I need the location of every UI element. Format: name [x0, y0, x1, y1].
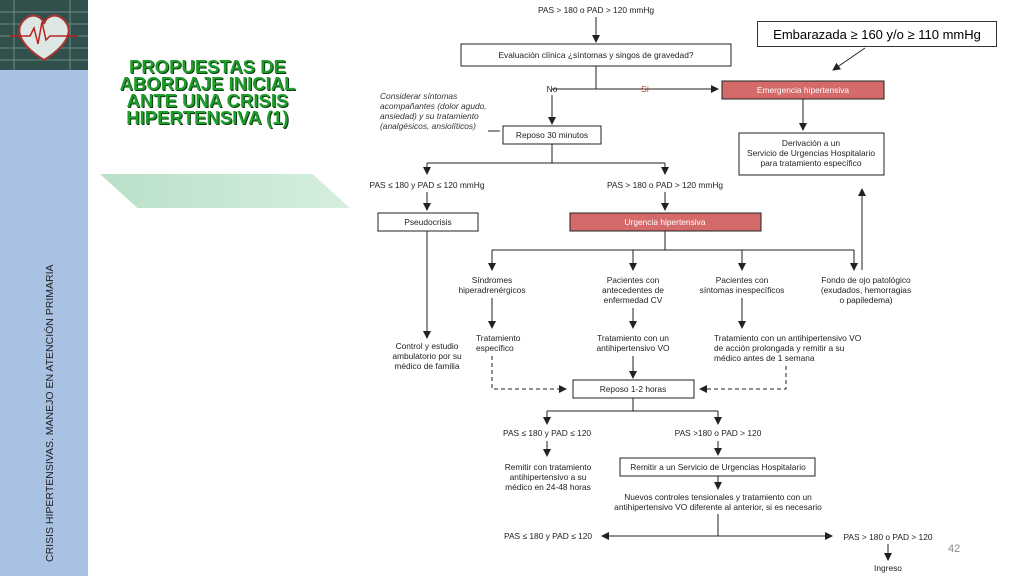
si-label: Sí — [641, 84, 650, 94]
derivation-line: Servicio de Urgencias Hospitalario — [747, 148, 875, 158]
high3-label: PAS > 180 o PAD > 120 — [843, 532, 932, 542]
trat-esp-line: Tratamiento — [476, 333, 521, 343]
low2-label: PAS ≤ 180 y PAD ≤ 120 — [503, 428, 591, 438]
decorative-ribbon — [100, 174, 350, 208]
consider-note-line: acompañantes (dolor agudo, — [380, 101, 487, 111]
fondo-line: (exudados, hemorragias — [821, 285, 911, 295]
consider-note-line: (analgésicos, ansiolíticos) — [380, 121, 476, 131]
fondo-line: o papiledema) — [839, 295, 892, 305]
trat-prol-line: médico antes de 1 semana — [714, 353, 815, 363]
dashed-arrow — [491, 356, 567, 393]
side-caption: CRISIS HIPERTENSIVAS. MANEJO EN ATENCIÓN… — [44, 264, 56, 562]
cv-line: enfermedad CV — [604, 295, 663, 305]
remit-med-line: médico en 24-48 horas — [505, 482, 591, 492]
page-number: 42 — [948, 543, 961, 555]
title-line: PROPUESTAS DE — [129, 56, 286, 77]
pseudocrisis-box — [377, 212, 479, 232]
urgency-label: Urgencia hipertensiva — [624, 217, 705, 227]
emergency-label: Emergencia hipertensiva — [757, 85, 850, 95]
high-branch-label: PAS > 180 o PAD > 120 mmHg — [607, 180, 723, 190]
remit-hosp-label: Remitir a un Servicio de Urgencias Hospi… — [630, 462, 806, 472]
nuevos-line: antihipertensivo VO diferente al anterio… — [614, 502, 822, 512]
trat-anti-line: antihipertensivo VO — [596, 343, 670, 353]
sindromes-line: Síndromes — [472, 275, 513, 285]
derivation-line: Derivación a un — [782, 138, 841, 148]
heart-monitor-icon — [0, 0, 88, 70]
flowchart: PAS > 180 o PAD > 120 mmHg Evaluación cl… — [369, 5, 932, 573]
high2-label: PAS >180 o PAD > 120 — [675, 428, 762, 438]
derivation-box — [738, 132, 885, 176]
rest12-label: Reposo 1-2 horas — [600, 384, 667, 394]
rest30-label: Reposo 30 minutos — [516, 130, 588, 140]
remit-med-line: antihipertensivo a su — [510, 472, 587, 482]
derivation-line: para tratamiento específico — [760, 158, 861, 168]
pregnancy-callout: Embarazada ≥ 160 y/o ≥ 110 mmHg — [757, 21, 997, 47]
dashed-arrow — [699, 366, 787, 393]
sindromes-line: hiperadrenérgicos — [458, 285, 525, 295]
callout-arrow — [832, 47, 866, 71]
consider-note-line: Considerar síntomas — [380, 91, 458, 101]
title-line: ABORDAJE INICIAL — [119, 73, 296, 94]
low3-label: PAS ≤ 180 y PAD ≤ 120 — [504, 531, 592, 541]
trat-prol-line: Tratamiento con un antihipertensivo VO — [714, 333, 862, 343]
trat-anti-line: Tratamiento con un — [597, 333, 669, 343]
fondo-line: Fondo de ojo patológico — [821, 275, 911, 285]
title-line: ANTE UNA CRISIS — [126, 90, 289, 111]
start-condition: PAS > 180 o PAD > 120 mmHg — [538, 5, 654, 15]
no-label: No — [547, 84, 558, 94]
cv-line: antecedentes de — [602, 285, 664, 295]
remit-med-line: Remitir con tratamiento — [505, 462, 592, 472]
trat-esp-line: específico — [476, 343, 514, 353]
control-line: médico de familia — [394, 361, 460, 371]
trat-prol-line: de acción prolongada y remitir a su — [714, 343, 845, 353]
pseudocrisis-label: Pseudocrisis — [404, 217, 451, 227]
ingreso-label: Ingreso — [874, 563, 902, 573]
control-line: Control y estudio — [396, 341, 459, 351]
consider-note-line: ansiedad) y su tratamiento — [380, 111, 479, 121]
title-line: HIPERTENSIVA (1) — [126, 107, 289, 128]
eval-label: Evaluación clínica ¿síntomas y singos de… — [498, 50, 693, 60]
sidebar-band — [0, 0, 88, 576]
cv-line: Pacientes con — [607, 275, 660, 285]
control-line: ambulatorio por su — [392, 351, 462, 361]
slide-title: PROPUESTAS DE ABORDAJE INICIAL ANTE UNA … — [100, 56, 315, 128]
low-branch-label: PAS ≤ 180 y PAD ≤ 120 mmHg — [369, 180, 484, 190]
logo — [0, 0, 88, 70]
nuevos-line: Nuevos controles tensionales y tratamien… — [624, 492, 812, 502]
inesp-line: Pacientes con — [716, 275, 769, 285]
inesp-line: síntomas inespecíficos — [700, 285, 785, 295]
